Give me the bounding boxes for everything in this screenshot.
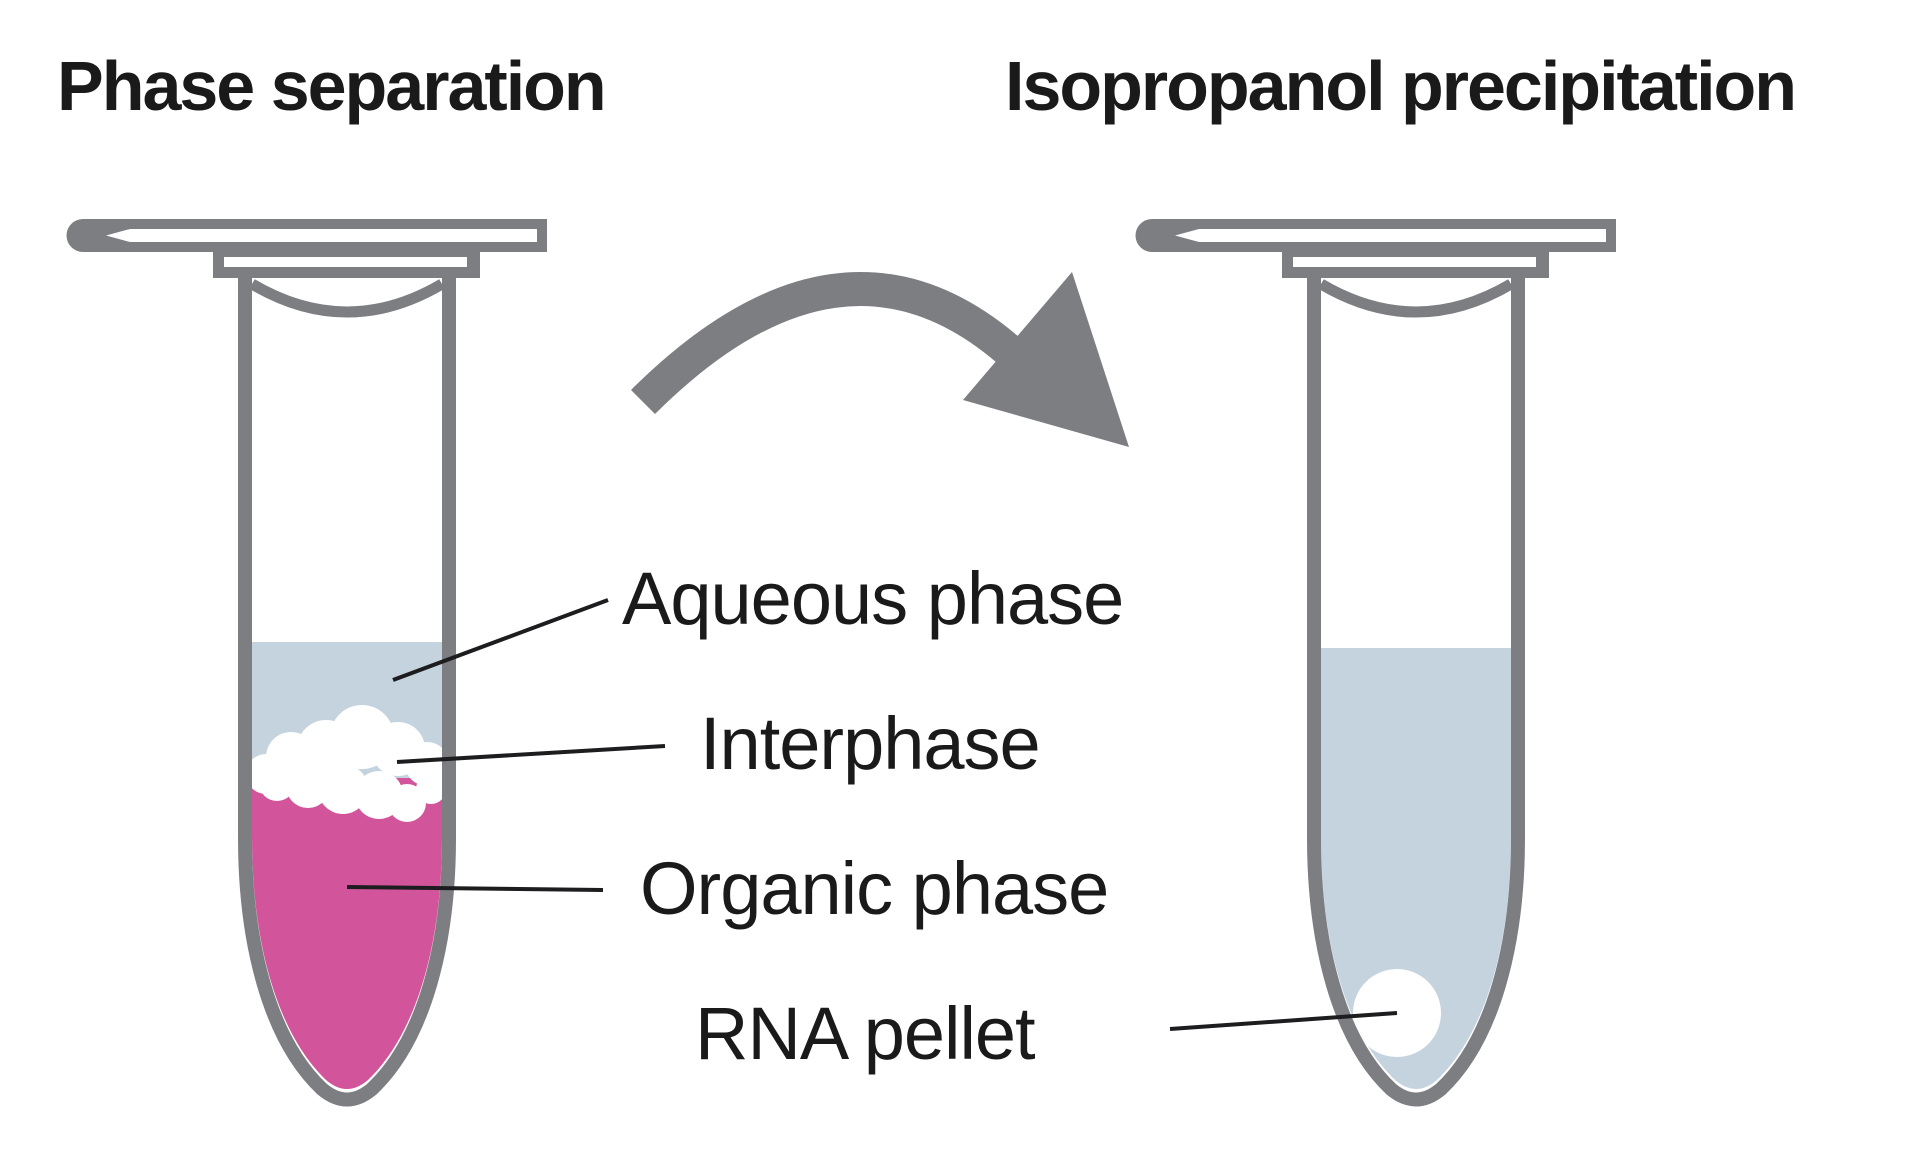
interphase-cloud bbox=[252, 705, 442, 822]
tube-cap bbox=[66, 219, 547, 278]
transfer-arrow bbox=[631, 272, 1129, 447]
arrow-head bbox=[963, 272, 1129, 447]
interphase-label: Interphase bbox=[700, 702, 1041, 785]
right-tube bbox=[1136, 219, 1617, 1120]
aqueous-phase-label: Aqueous phase bbox=[622, 557, 1124, 640]
interphase-leader-line bbox=[396, 744, 666, 764]
right-panel-title: Isopropanol precipitation bbox=[1005, 47, 1797, 125]
leader-lines bbox=[346, 598, 1398, 1031]
organic-leader-line bbox=[346, 885, 604, 892]
tube-outline bbox=[66, 219, 547, 1107]
left-tube-contents bbox=[252, 642, 442, 1089]
cap-lid-slot bbox=[106, 229, 537, 242]
tube-walls bbox=[238, 278, 456, 1107]
right-tube-contents bbox=[1321, 648, 1511, 1089]
organic-phase-label: Organic phase bbox=[640, 847, 1109, 930]
tube-body-outline bbox=[238, 278, 456, 1107]
cap-collar-slot bbox=[224, 257, 467, 267]
aqueous-leader-line bbox=[392, 598, 609, 682]
tube-mouth-curve bbox=[249, 279, 445, 318]
left-panel-title: Phase separation bbox=[57, 47, 607, 125]
organic-phase-layer bbox=[252, 778, 442, 1089]
arrow-arc bbox=[631, 272, 1020, 415]
rna-pellet-leader-line bbox=[1169, 1011, 1398, 1031]
left-tube bbox=[66, 219, 547, 1107]
rna-pellet-label: RNA pellet bbox=[695, 992, 1036, 1075]
